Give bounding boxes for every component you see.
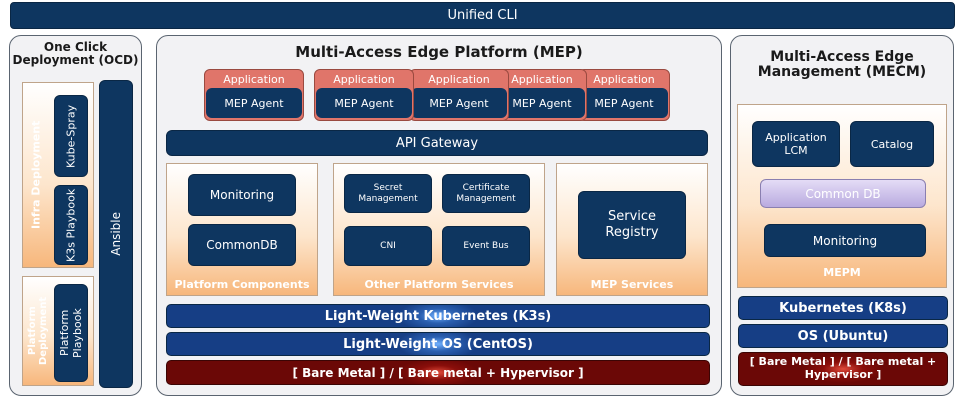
app-agent-2: Application MEP Agent <box>497 69 587 121</box>
k3s-playbook-box: K3s Playbook <box>54 185 88 265</box>
ansible-box: Ansible <box>99 80 133 388</box>
mep-services-title: MEP Services <box>590 278 674 291</box>
cni-box: CNI <box>344 226 432 266</box>
secret-management-box: Secret Management <box>344 174 432 213</box>
application-label: Application <box>498 70 586 88</box>
mep-title: Multi-Access Edge Platform (MEP) <box>295 43 583 61</box>
application-label: Application <box>315 70 413 88</box>
mep-agent-label: MEP Agent <box>411 88 507 118</box>
platform-deployment-label: Platform Deployment <box>27 296 49 366</box>
unified-cli-label: Unified CLI <box>447 8 518 23</box>
api-gateway: API Gateway <box>166 130 708 156</box>
app-agent-3: Application MEP Agent <box>409 69 509 121</box>
kubespray-label: Kube-Spray <box>64 104 78 168</box>
bare-metal-bar: [ Bare Metal ] / [ Bare metal + Hypervis… <box>166 360 710 385</box>
bare-metal-label: [ Bare Metal ] / [ Bare metal + Hypervis… <box>292 365 584 380</box>
app-agent-0: Application MEP Agent <box>204 69 304 121</box>
k8s-bar: Kubernetes (K8s) <box>738 296 948 320</box>
k3s-label: Light-Weight Kubernetes (K3s) <box>324 308 552 324</box>
ubuntu-label: OS (Ubuntu) <box>797 328 889 344</box>
platform-playbook-label: Platform Playbook <box>58 308 84 358</box>
service-registry-label: Service Registry <box>605 209 659 240</box>
mecm-bare-metal-label: [ Bare Metal ] / [ Bare metal + Hypervis… <box>749 355 937 381</box>
event-bus-box: Event Bus <box>442 226 530 266</box>
infra-deployment-label: Infra Deployment <box>29 120 43 230</box>
centos-label: Light-Weight OS (CentOS) <box>343 336 533 352</box>
platform-playbook-box: Platform Playbook <box>54 284 88 382</box>
mecm-bare-metal-bar: [ Bare Metal ] / [ Bare metal + Hypervis… <box>738 352 948 386</box>
application-label: Application <box>579 70 669 88</box>
centos-bar: Light-Weight OS (CentOS) <box>166 332 710 356</box>
app-agent-1: Application MEP Agent <box>578 69 670 121</box>
other-platform-services-title: Other Platform Services <box>364 278 514 291</box>
certificate-management-label: Certificate Management <box>456 183 516 204</box>
application-label: Application <box>205 70 303 88</box>
service-registry-box: Service Registry <box>578 191 686 259</box>
mecm-title: Multi-Access Edge Management (MECM) <box>757 49 927 81</box>
event-bus-label: Event Bus <box>463 241 509 251</box>
catalog-label: Catalog <box>870 137 914 151</box>
mep-agent-label: MEP Agent <box>206 88 302 118</box>
ubuntu-bar: OS (Ubuntu) <box>738 324 948 348</box>
cni-label: CNI <box>380 241 396 251</box>
common-db-label: Common DB <box>805 186 881 201</box>
app-agent-4: Application MEP Agent <box>314 69 414 121</box>
certificate-management-box: Certificate Management <box>442 174 530 213</box>
application-lcm-box: Application LCM <box>752 121 840 167</box>
api-gateway-label: API Gateway <box>395 135 479 151</box>
mecm-monitoring-label: Monitoring <box>812 233 878 248</box>
mep-agent-label: MEP Agent <box>499 88 585 118</box>
common-db-box: Common DB <box>760 179 926 208</box>
k3s-playbook-label: K3s Playbook <box>64 188 78 262</box>
ocd-title: One Click Deployment (OCD) <box>12 40 139 68</box>
mep-agent-label: MEP Agent <box>316 88 412 118</box>
application-lcm-label: Application LCM <box>765 130 827 157</box>
unified-cli-bar: Unified CLI <box>10 2 955 29</box>
application-label: Application <box>410 70 508 88</box>
k8s-label: Kubernetes (K8s) <box>779 300 907 316</box>
mecm-monitoring-box: Monitoring <box>764 224 926 257</box>
kubespray-box: Kube-Spray <box>54 95 88 177</box>
catalog-box: Catalog <box>850 121 934 167</box>
monitoring-label: Monitoring <box>209 188 275 202</box>
mepm-title: MEPM <box>823 266 861 279</box>
commondb-box: CommonDB <box>188 224 296 266</box>
monitoring-box: Monitoring <box>188 174 296 216</box>
ansible-label: Ansible <box>109 212 123 256</box>
mep-agent-label: MEP Agent <box>580 88 668 118</box>
platform-components-title: Platform Components <box>174 278 310 291</box>
k3s-bar: Light-Weight Kubernetes (K3s) <box>166 304 710 328</box>
commondb-label: CommonDB <box>206 238 278 252</box>
secret-management-label: Secret Management <box>358 183 418 204</box>
